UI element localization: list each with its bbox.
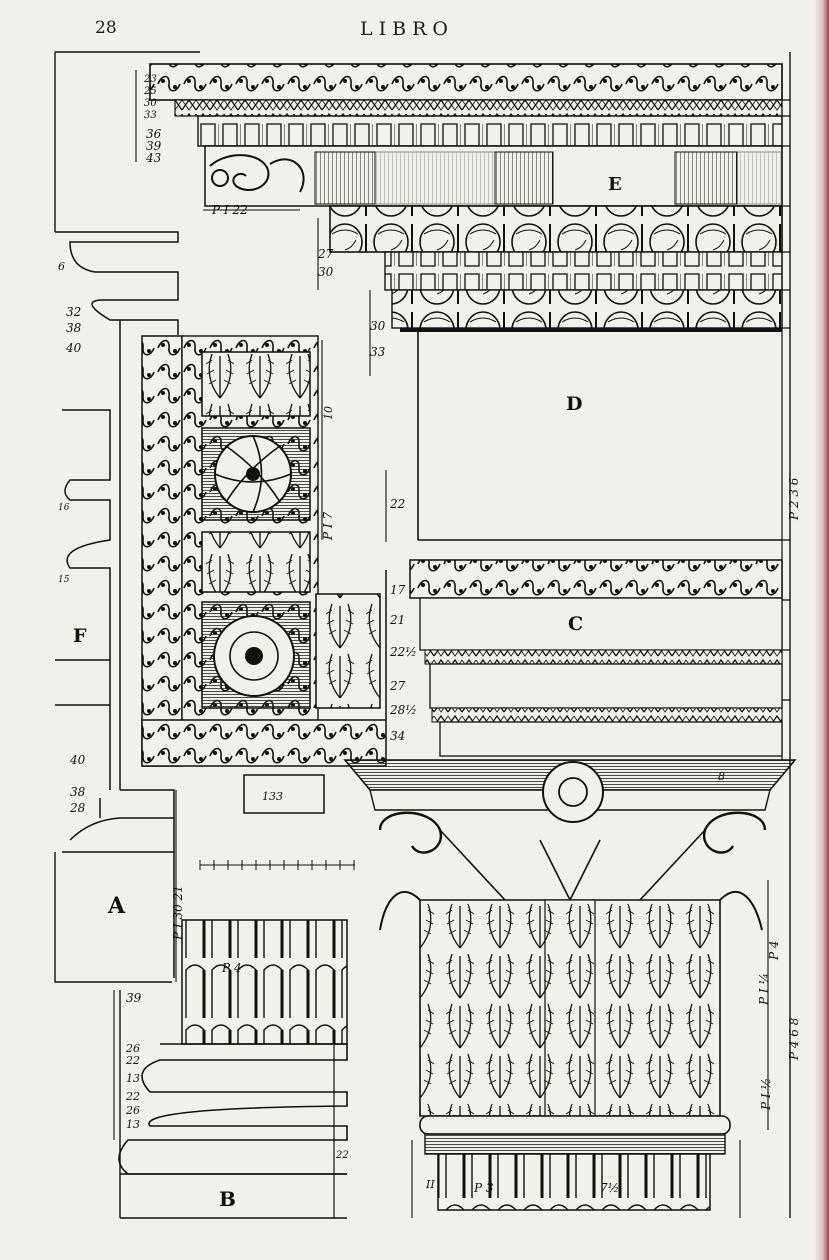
dim-text: 133 <box>262 790 283 803</box>
right-scale-strip <box>781 64 790 760</box>
dim-text: 28 <box>69 801 86 815</box>
dim-text: 39 <box>146 139 162 153</box>
dim-text: 15 <box>58 575 70 585</box>
dim-text: 26 <box>125 1042 140 1055</box>
frieze <box>417 332 782 541</box>
dim-text: 43 <box>145 151 162 165</box>
pedestal-base <box>118 919 348 1219</box>
dim-text: 13 <box>126 1118 140 1131</box>
corinthian-capital <box>343 759 797 1211</box>
dim-text: 22 <box>125 1090 140 1103</box>
modillions <box>209 151 783 205</box>
dim-text: 10 <box>322 406 335 420</box>
dim-text: 32 <box>66 305 81 319</box>
plate-frame <box>54 51 791 1218</box>
running-title: LIBRO <box>360 18 454 40</box>
dim-text: P I 30 21 <box>171 885 185 941</box>
dim-text: 22 <box>125 1054 140 1067</box>
label-c: C <box>568 613 583 635</box>
left-profile <box>55 231 179 790</box>
dim-text: 33 <box>370 345 386 359</box>
soffit-panel <box>141 335 387 767</box>
dim-text: 36 <box>146 127 162 141</box>
dim-text: P I 7 <box>321 512 335 541</box>
dim-text: 7½ <box>600 1181 619 1195</box>
label-b: B <box>219 1187 236 1211</box>
dim-text: 40 <box>69 753 86 767</box>
label-f: F <box>73 625 87 647</box>
dim-text: 27 <box>389 679 406 693</box>
dimension-lines <box>113 70 769 1218</box>
label-a: A <box>107 893 126 919</box>
dim-text: 34 <box>390 729 405 743</box>
dim-text: 38 <box>66 321 82 335</box>
dim-text: P 2 3 6 <box>787 477 801 521</box>
dim-text: 22 <box>389 497 405 511</box>
dim-text: P 4 <box>221 961 242 975</box>
dim-text: II <box>425 1178 435 1191</box>
dim-text: 30 <box>144 98 157 109</box>
cornice <box>149 63 783 332</box>
dim-text: 27 <box>317 247 334 261</box>
left-column-base <box>62 774 355 978</box>
dim-text: 26 <box>125 1104 140 1117</box>
dim-text: 39 <box>126 991 142 1005</box>
book-spine-edge <box>815 0 829 1260</box>
dim-text: P I 22 <box>211 203 248 217</box>
dim-text: 30 <box>370 319 386 333</box>
dim-text: 16 <box>58 503 70 513</box>
dim-text: 22 <box>335 1150 349 1161</box>
dim-text: 40 <box>65 341 82 355</box>
dim-text: P I ¼ <box>757 973 771 1006</box>
dimension-numbers: 23 25 30 33 36 39 43 P I 22 27 30 30 33 … <box>58 74 801 1195</box>
dim-text: 21 <box>389 613 405 627</box>
dim-text: P 4 <box>767 940 781 961</box>
dim-text: 25 <box>143 86 157 97</box>
dim-text: 13 <box>126 1072 140 1085</box>
label-d: D <box>566 393 582 415</box>
dim-text: 6 <box>58 260 65 273</box>
dim-text: P 3 <box>473 1181 494 1195</box>
dim-text: 23 <box>143 74 157 85</box>
page-number: 28 <box>95 18 117 38</box>
dim-text: 8 <box>718 770 725 783</box>
dim-text: 38 <box>70 785 86 799</box>
dim-text: 17 <box>390 583 406 597</box>
dim-text: 33 <box>144 110 157 121</box>
dim-text: 30 <box>318 265 334 279</box>
dim-text: 28½ <box>389 703 417 717</box>
dim-text: 22½ <box>389 645 417 659</box>
label-e: E <box>608 174 622 195</box>
dim-text: P I ½ <box>759 1078 773 1111</box>
dim-text: P 4 6 8 <box>787 1017 801 1061</box>
architrave <box>409 559 783 757</box>
